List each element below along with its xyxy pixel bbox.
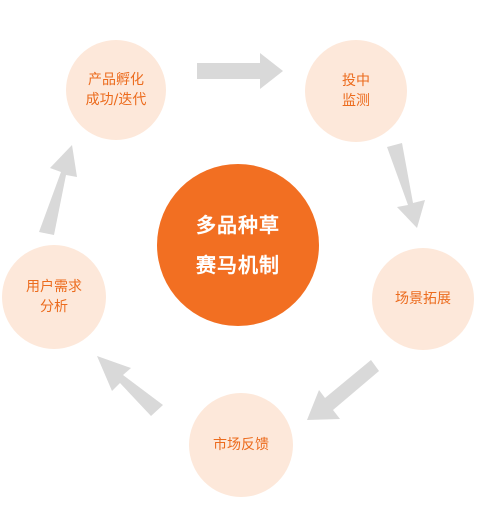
center-label-line1: 多品种草 bbox=[196, 213, 280, 237]
node-label-line2: 成功/迭代 bbox=[85, 92, 147, 108]
node-label-line1: 投中 bbox=[342, 73, 370, 89]
arrow-down-right-icon bbox=[387, 143, 425, 228]
node-label-line1: 场景拓展 bbox=[395, 291, 451, 307]
arrow-down-left-icon bbox=[307, 360, 379, 420]
arrow-up-left-icon bbox=[97, 356, 163, 416]
node-label-line2: 分析 bbox=[40, 299, 68, 315]
node-product-incubation: 产品孵化 成功/迭代 bbox=[66, 40, 166, 140]
arrow-up-icon bbox=[39, 145, 77, 235]
node-launch-monitoring: 投中 监测 bbox=[305, 40, 407, 142]
node-scene-expansion: 场景拓展 bbox=[372, 248, 474, 350]
node-market-feedback: 市场反馈 bbox=[189, 393, 293, 497]
node-user-needs-analysis: 用户需求 分析 bbox=[2, 245, 106, 349]
node-label-line1: 用户需求 bbox=[26, 279, 82, 295]
node-label-line2: 监测 bbox=[342, 93, 370, 109]
node-label-line1: 产品孵化 bbox=[88, 72, 144, 88]
arrow-right-icon bbox=[197, 53, 283, 89]
center-label-line2: 赛马机制 bbox=[196, 253, 280, 277]
center-circle: 多品种草 赛马机制 bbox=[157, 164, 319, 326]
node-label-line1: 市场反馈 bbox=[213, 437, 269, 453]
